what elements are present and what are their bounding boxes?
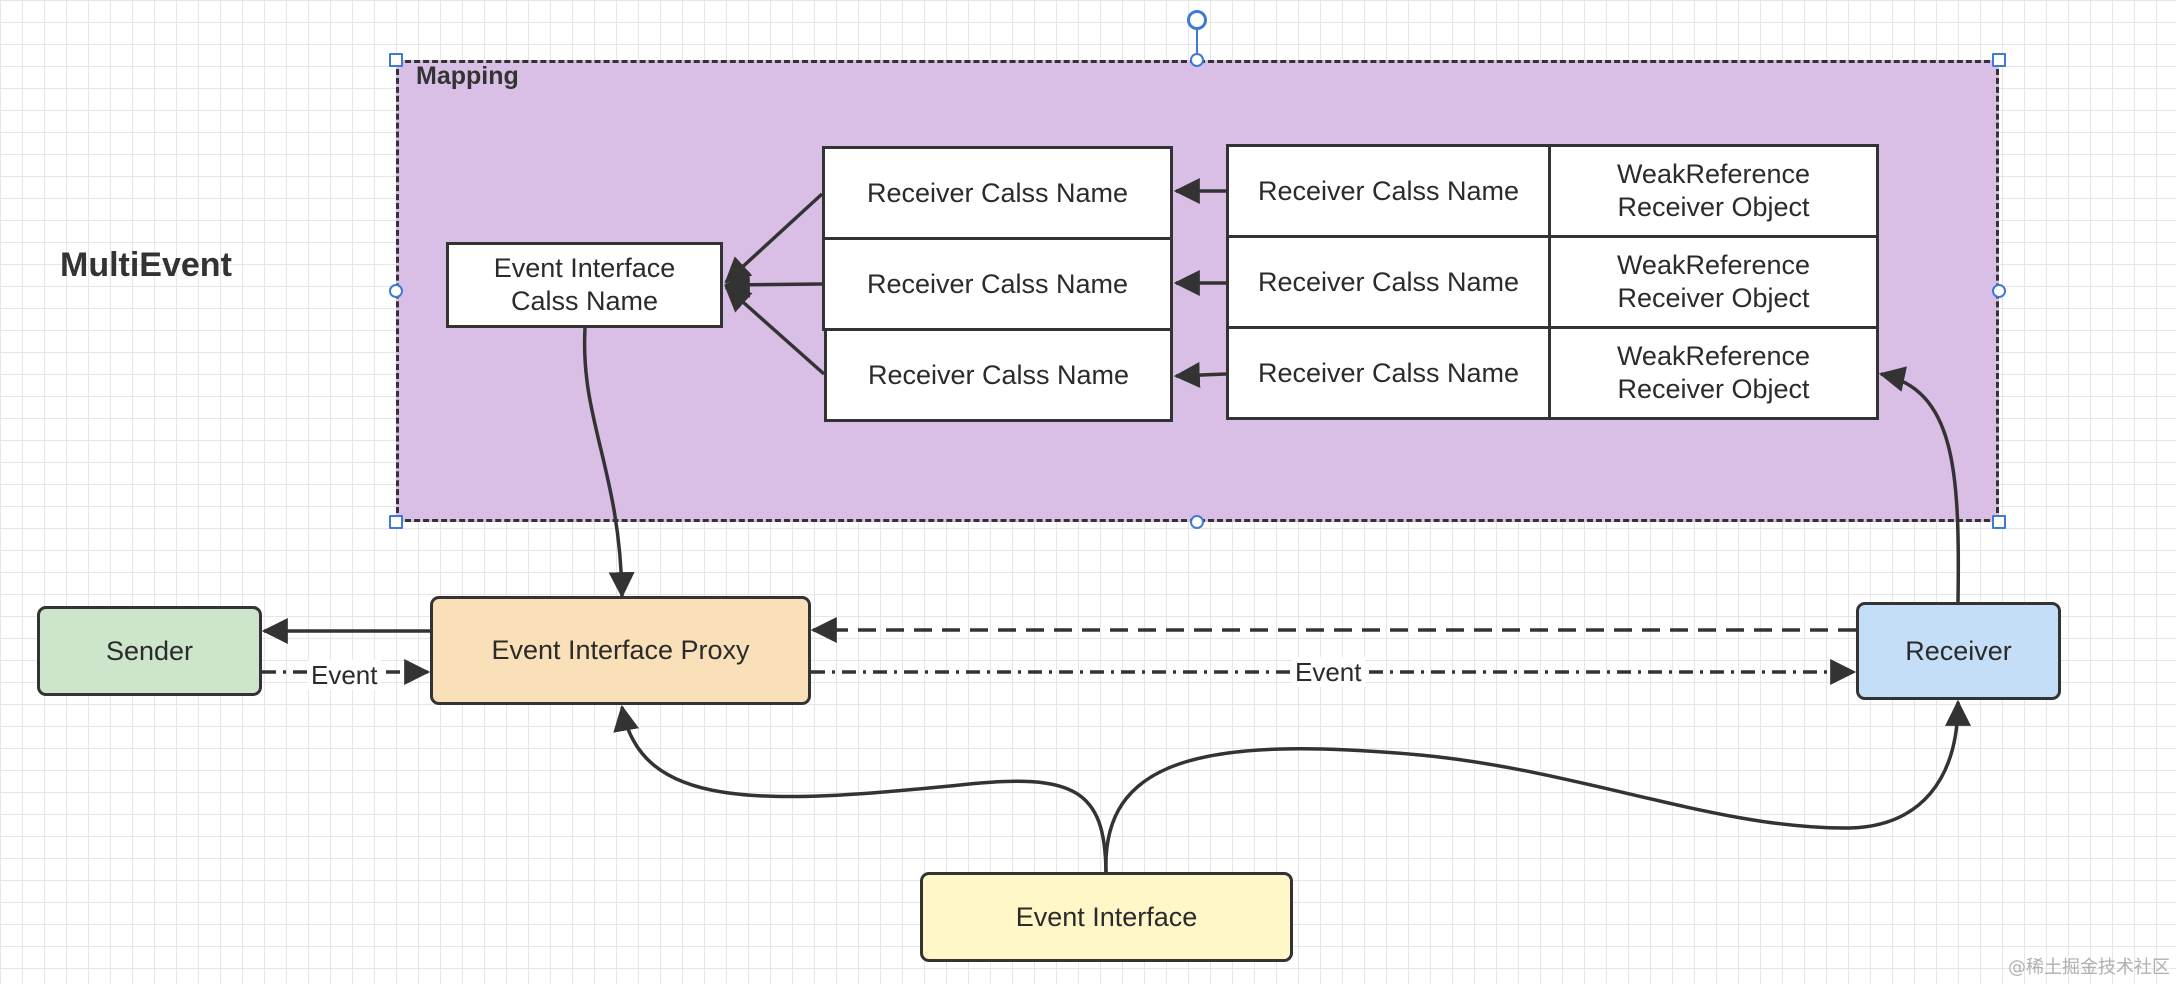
sender-event-edge-label: Event [308,660,381,690]
receiver-entry-weakref-1[interactable]: WeakReference Receiver Object [1548,144,1879,238]
receiver-class-node-1[interactable]: Receiver Calss Name [822,146,1173,240]
receiver-entry-class-2[interactable]: Receiver Calss Name [1226,235,1551,329]
edge-event-interface-to-receiver [1104,699,1971,873]
mapping-label: Mapping [416,62,519,90]
resize-handle-bottom-center[interactable] [1190,515,1204,529]
receiver-entry-weakref-3[interactable]: WeakReference Receiver Object [1548,326,1879,420]
rotation-handle-stem [1196,30,1198,58]
receiver-event-edge-label: Event [1292,657,1365,687]
resize-handle-top-center[interactable] [1190,53,1204,67]
event-interface-class-node[interactable]: Event Interface Calss Name [446,242,723,328]
event-interface-node[interactable]: Event Interface [920,872,1293,962]
sender-node[interactable]: Sender [37,606,262,696]
event-interface-proxy-node[interactable]: Event Interface Proxy [430,596,811,705]
receiver-class-node-2[interactable]: Receiver Calss Name [822,237,1173,331]
resize-handle-top-right[interactable] [1992,53,2006,67]
resize-handle-middle-left[interactable] [389,284,403,298]
resize-handle-top-left[interactable] [389,53,403,67]
receiver-class-node-3[interactable]: Receiver Calss Name [824,328,1173,422]
receiver-node[interactable]: Receiver [1856,602,2061,700]
resize-handle-bottom-left[interactable] [389,515,403,529]
rotation-handle[interactable] [1187,10,1207,30]
receiver-entry-class-1[interactable]: Receiver Calss Name [1226,144,1551,238]
diagram-title: MultiEvent [60,246,232,284]
resize-handle-bottom-right[interactable] [1992,515,2006,529]
edge-event-interface-to-proxy [613,704,1108,873]
receiver-entry-class-3[interactable]: Receiver Calss Name [1226,326,1551,420]
receiver-entry-weakref-2[interactable]: WeakReference Receiver Object [1548,235,1879,329]
watermark: @稀土掘金技术社区 [2008,957,2170,978]
resize-handle-middle-right[interactable] [1992,284,2006,298]
